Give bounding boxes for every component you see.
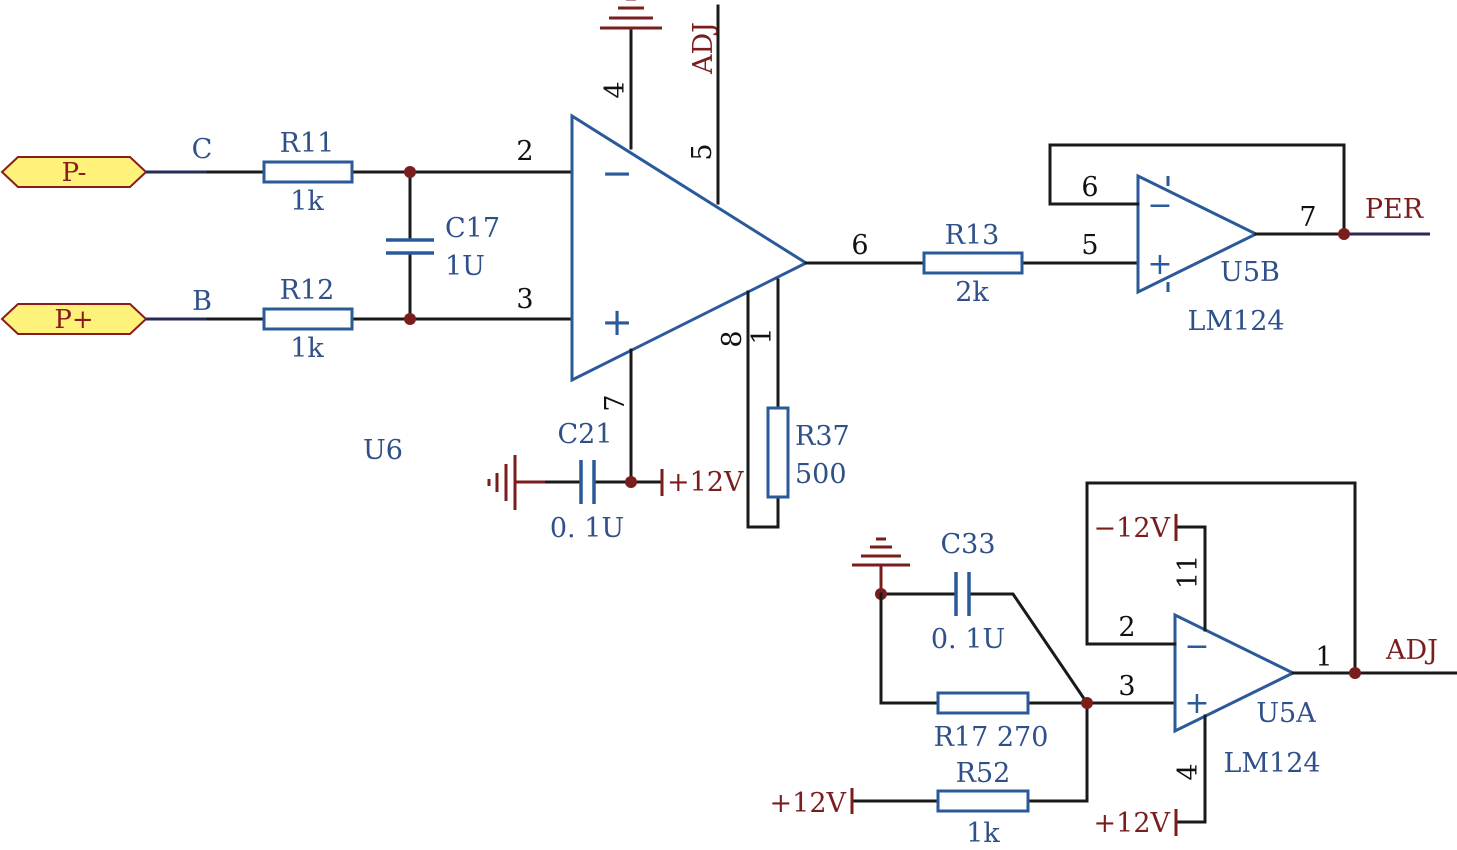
- power-u5a-v11-label: −12V: [1094, 513, 1171, 544]
- u5b-minus-sign: −: [1147, 188, 1172, 223]
- wire-r52: [850, 701, 1089, 803]
- net-b-label: B: [192, 286, 212, 317]
- power-symbol-u5a-v4: +12V: [1094, 808, 1178, 839]
- ground-symbol-c21: [487, 455, 545, 510]
- resistor-r52: [936, 789, 1030, 813]
- u5a-ref: U5A: [1256, 698, 1316, 729]
- power-symbol-r52: +12V: [770, 788, 854, 819]
- opamp-u6: [570, 113, 810, 383]
- resistor-r13-ref: R13: [945, 220, 1000, 251]
- power-u6-v7-label: +12V: [667, 467, 744, 498]
- u6-pin-3: 3: [516, 284, 533, 315]
- opamp-u5a: [1173, 612, 1297, 734]
- power-r52-label: +12V: [770, 788, 847, 819]
- resistor-r11-ref: R11: [280, 128, 335, 159]
- wire-rg-pin8: [746, 290, 780, 529]
- u5a-pin4-wire: [1174, 714, 1207, 824]
- u6-pin-8: 8: [717, 330, 748, 347]
- resistor-r37-value: 500: [795, 459, 847, 490]
- u6-minus-sign: −: [601, 151, 633, 195]
- u5b-pin-7: 7: [1299, 202, 1316, 233]
- u6-pin-7: 7: [600, 394, 631, 411]
- capacitor-c21-ref: C21: [557, 419, 612, 450]
- u6-ref: U6: [363, 435, 403, 466]
- resistor-r17: [936, 691, 1030, 715]
- u6-pin-4: 4: [600, 81, 631, 98]
- junction-dot: [404, 313, 416, 325]
- opamp-u5b: [1136, 173, 1260, 295]
- wire-u5b-feedback: [1048, 143, 1346, 236]
- junction-dot: [1338, 228, 1350, 240]
- resistor-r37: [766, 406, 790, 499]
- ground-symbol-u6-top: [600, 0, 662, 30]
- net-adj-out-label: ADJ: [1385, 635, 1438, 666]
- capacitor-c33-ref: C33: [940, 529, 995, 560]
- u6-plus-sign: +: [601, 300, 633, 344]
- port-p-plus-label: P+: [54, 305, 93, 335]
- resistor-r11: [262, 160, 354, 184]
- junction-dot: [404, 166, 416, 178]
- net-per-label: PER: [1365, 194, 1424, 225]
- u5a-pin-3: 3: [1118, 671, 1135, 702]
- u5b-pin-5: 5: [1081, 230, 1098, 261]
- u6-pin-6: 6: [851, 230, 868, 261]
- port-p-minus-label: P-: [62, 158, 87, 188]
- u5a-pin11-wire: [1174, 525, 1207, 632]
- u5b-ref: U5B: [1220, 257, 1280, 288]
- u5a-pin-4: 4: [1173, 763, 1204, 780]
- resistor-r13: [922, 251, 1024, 275]
- junction-dot: [1349, 667, 1361, 679]
- capacitor-c21-value: 0. 1U: [550, 513, 624, 544]
- u6-pin-2: 2: [516, 136, 533, 167]
- u5a-pin-1: 1: [1315, 642, 1332, 673]
- u5b-part: LM124: [1187, 306, 1284, 337]
- capacitor-c17: [386, 238, 434, 255]
- u5a-pin-2: 2: [1118, 612, 1135, 643]
- resistor-r12-ref: R12: [280, 275, 335, 306]
- port-p-plus: P+: [0, 303, 148, 335]
- u5a-minus-sign: −: [1184, 629, 1209, 664]
- port-p-minus: P-: [0, 156, 148, 188]
- resistor-r12: [262, 307, 354, 331]
- resistor-r12-value: 1k: [290, 333, 324, 364]
- u5b-plus-sign: +: [1147, 247, 1172, 282]
- net-c-label: C: [192, 134, 213, 165]
- u6-pin-5: 5: [687, 143, 718, 160]
- capacitor-c33: [954, 572, 971, 616]
- resistor-r13-value: 2k: [955, 277, 989, 308]
- capacitor-c17-ref: C17: [445, 213, 500, 244]
- power-symbol-u6-v7: +12V: [660, 467, 744, 498]
- u6-pin-1: 1: [747, 327, 778, 344]
- resistor-r52-ref: R52: [956, 758, 1011, 789]
- resistor-r17-label: R17 270: [934, 722, 1049, 753]
- capacitor-c33-value: 0. 1U: [931, 624, 1005, 655]
- power-symbol-u5a-v11: −12V: [1094, 513, 1178, 544]
- junction-dot: [625, 476, 637, 488]
- resistor-r11-value: 1k: [290, 186, 324, 217]
- net-adj-top-label: ADJ: [688, 22, 719, 75]
- wire-u5a-feedback: [1085, 481, 1357, 675]
- junction-dot: [1081, 697, 1093, 709]
- power-u5a-v4-label: +12V: [1094, 808, 1171, 839]
- resistor-r52-value: 1k: [966, 818, 1000, 849]
- ground-symbol-c33: [852, 537, 910, 594]
- u5a-part: LM124: [1223, 748, 1320, 779]
- capacitor-c21: [579, 460, 596, 504]
- wire-r17: [879, 592, 1177, 705]
- capacitor-c17-value: 1U: [445, 251, 485, 282]
- wire-c33: [879, 592, 1090, 706]
- u5b-pin-6: 6: [1081, 172, 1098, 203]
- u5a-pin-11: 11: [1173, 555, 1204, 589]
- resistor-r37-ref: R37: [795, 421, 850, 452]
